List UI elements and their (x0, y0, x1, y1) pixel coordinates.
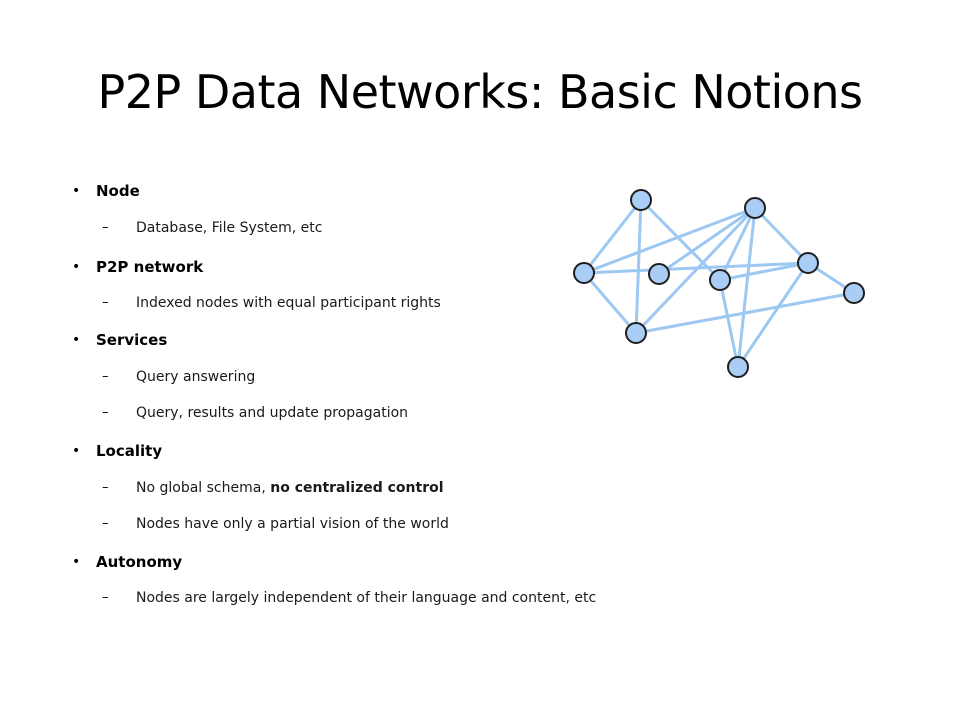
network-node (709, 269, 731, 291)
network-node (573, 262, 595, 284)
sub-item-text: Query answering (136, 369, 256, 385)
slide-title: P2P Data Networks: Basic Notions (97, 65, 863, 119)
sub-item-text: Nodes are largely independent of their l… (136, 590, 597, 606)
network-node (843, 282, 865, 304)
network-edge (718, 261, 810, 282)
sub-item-text: No global schema, no centralized control (136, 477, 444, 499)
network-node (648, 263, 670, 285)
bullet-label: Autonomy (96, 553, 183, 571)
bullet-marker: • (72, 259, 81, 275)
sub-item-text: Database, File System, etc (136, 220, 323, 236)
dash-marker: – (102, 516, 109, 531)
network-node (630, 189, 652, 211)
bullet-label: Services (96, 331, 168, 349)
network-edge (582, 198, 643, 275)
network-edge (634, 206, 757, 335)
network-edge (753, 206, 810, 265)
network-node (744, 197, 766, 219)
bullet-list: • Node – Database, File System, etc • P2… (72, 182, 597, 606)
sub-item-text-plain: No global schema, (136, 480, 271, 496)
bullet-label: Locality (96, 442, 163, 460)
network-edge (718, 278, 740, 369)
dash-marker: – (102, 295, 109, 310)
sub-item-text-bold: no centralized control (270, 480, 444, 496)
network-edge (736, 261, 810, 369)
network-node (625, 322, 647, 344)
dash-marker: – (102, 220, 109, 235)
sub-item-text: Nodes have only a partial vision of the … (136, 516, 449, 532)
sub-item-text: Query, results and update propagation (136, 405, 409, 421)
dash-marker: – (102, 480, 109, 495)
network-edge (582, 271, 638, 335)
network-edges (582, 198, 856, 369)
network-edge (582, 206, 757, 275)
bullet-marker: • (72, 332, 81, 348)
bullet-marker: • (72, 183, 81, 199)
sub-item-text: Indexed nodes with equal participant rig… (136, 295, 441, 311)
network-edge (634, 198, 643, 335)
dash-marker: – (102, 405, 109, 420)
network-edge (718, 206, 757, 282)
bullet-label: P2P network (96, 258, 204, 276)
network-edge (657, 206, 757, 276)
network-edge (736, 206, 757, 369)
network-graph (573, 189, 865, 378)
bullet-marker: • (72, 554, 81, 570)
bullet-label: Node (96, 182, 140, 200)
network-nodes (573, 189, 865, 378)
network-node (797, 252, 819, 274)
network-node (727, 356, 749, 378)
dash-marker: – (102, 590, 109, 605)
bullet-marker: • (72, 443, 81, 459)
dash-marker: – (102, 369, 109, 384)
